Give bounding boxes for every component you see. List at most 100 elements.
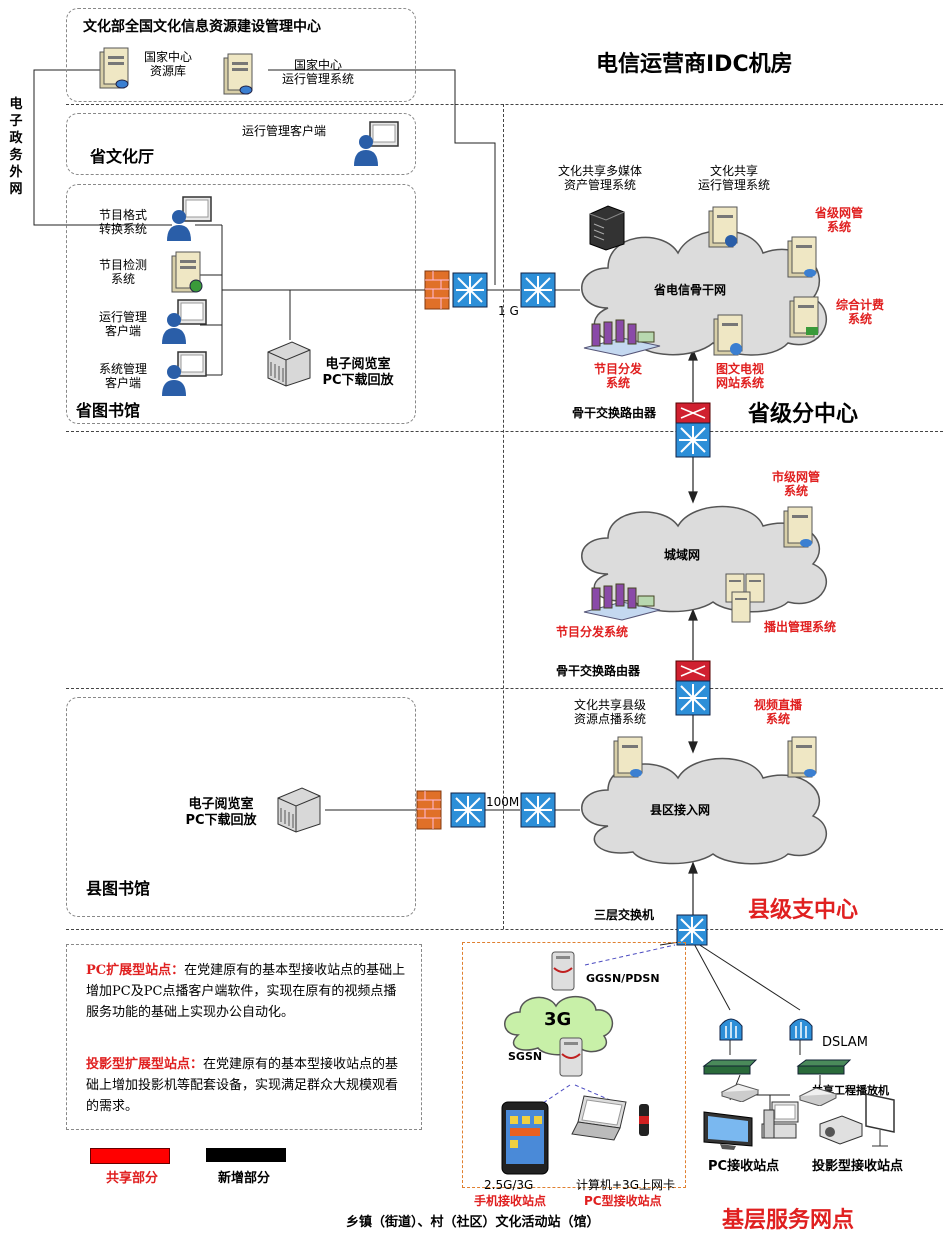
distribution-rack-icon (583, 583, 661, 621)
server-cluster-icon (725, 573, 765, 623)
laptop-icon (571, 1095, 627, 1141)
pc-modem-label: 计算机+3G上网卡 (576, 1178, 675, 1192)
zone-separator (66, 104, 943, 105)
server-icon (783, 506, 813, 548)
asset-system-label: 文化共享多媒体资产管理系统 (557, 164, 642, 192)
switch-icon (520, 272, 556, 308)
server-icon (171, 251, 203, 293)
settop-box-icon (798, 1087, 838, 1106)
l3-switch-label: 三层交换机 (594, 908, 655, 922)
dist-label: 节目分发系统 (593, 362, 642, 390)
modem-icon (702, 1059, 758, 1075)
settop-box-icon (720, 1083, 760, 1102)
culture-dept-box (66, 113, 416, 175)
router-label: 骨干交换路由器 (572, 406, 657, 420)
city-dist-label: 节目分发系统 (556, 625, 629, 639)
national-center-title: 文化部全国文化信息资源建设管理中心 (83, 19, 321, 35)
pc-receive-site-label: PC接收站点 (708, 1159, 780, 1174)
link-speed-1g: 1 G (498, 304, 519, 318)
dslam-icon (719, 1018, 743, 1041)
sgsn-label: SGSN (508, 1050, 543, 1063)
gateway-server-icon (559, 1037, 583, 1077)
tv-icon (703, 1111, 753, 1150)
pc-site-note: PC扩展型站点：在党建原有的基本型接收站点的基础上增加PC及PC点播客户端软件，… (86, 963, 406, 1020)
node-label: 系统管理客户端 (98, 362, 147, 390)
zone-title-idc: 电信运营商IDC机房 (596, 52, 793, 77)
distribution-rack-icon (583, 319, 661, 357)
county-library-box (66, 697, 416, 917)
tv-label: 图文电视网站系统 (715, 362, 764, 390)
phone-type-label: 2.5G/3G (484, 1178, 534, 1192)
zone-separator (66, 929, 943, 930)
user-computer-icon (167, 196, 212, 241)
pc-site-label: PC型接收站点 (584, 1194, 662, 1208)
user-computer-icon (162, 299, 207, 344)
phone-site-label: 手机接收站点 (474, 1194, 547, 1208)
library-title: 省图书馆 (76, 401, 141, 420)
3g-cloud-label: 3G (544, 1009, 572, 1030)
workstation-icon (277, 787, 321, 833)
node-label: 运行管理客户端 (98, 310, 147, 338)
mobile-network-cloud (504, 996, 614, 1056)
server-icon (708, 206, 738, 248)
library-box (66, 184, 416, 424)
legend-shared-label: 共享部分 (106, 1171, 159, 1186)
switch-icon (450, 792, 486, 828)
city-cloud-label: 城域网 (664, 548, 701, 562)
ops-client-label: 运行管理客户端 (242, 124, 327, 138)
node-label: 节目检测系统 (98, 258, 147, 286)
vod-system-label: 文化共享县级资源点播系统 (573, 698, 646, 726)
county-library-title: 县图书馆 (86, 879, 151, 898)
legend-shared-swatch (90, 1148, 170, 1164)
zone-separator (66, 688, 943, 689)
node-label: 节目格式转换系统 (98, 208, 147, 236)
projector-icon (819, 1115, 863, 1145)
switch-icon (452, 272, 488, 308)
desktop-pc-icon (761, 1101, 799, 1139)
server-icon (99, 47, 129, 89)
storage-icon (589, 205, 625, 251)
projector-receive-site-label: 投影型接收站点 (812, 1159, 904, 1174)
legend-new-label: 新增部分 (218, 1171, 271, 1186)
server-icon (713, 314, 743, 356)
ggsn-label: GGSN/PDSN (586, 972, 660, 985)
egov-network-label: 电子政务外网 (9, 97, 23, 197)
ops-system-label: 文化共享运行管理系统 (697, 164, 770, 192)
router-label: 骨干交换路由器 (556, 664, 641, 678)
county-cloud-label: 县区接入网 (650, 803, 711, 817)
dslam-label: DSLAM (822, 1035, 868, 1050)
smartphone-icon (501, 1101, 549, 1175)
mobile-zone-box (462, 942, 686, 1188)
zone-title-county: 县级支中心 (748, 898, 859, 923)
link-speed-100m: 100M (486, 795, 520, 809)
user-computer-icon (354, 121, 399, 166)
modem-icon (796, 1059, 852, 1075)
legend-new-swatch (206, 1148, 286, 1162)
firewall-icon (416, 790, 442, 830)
server-icon (789, 296, 819, 338)
user-computer-icon (162, 351, 207, 396)
server-icon (787, 236, 817, 278)
broadcast-label: 播出管理系统 (764, 620, 837, 634)
switch-icon (676, 914, 708, 946)
billing-label: 综合计费系统 (835, 298, 884, 326)
firewall-icon (424, 270, 450, 310)
projection-screen-icon (865, 1093, 895, 1147)
zone-title-grassroots: 基层服务网点 (722, 1208, 855, 1233)
projector-site-note: 投影型扩展型站点：在党建原有的基本型接收站点的基础上增加投影机等配套设备，实现满… (86, 1057, 399, 1114)
server-icon (223, 53, 253, 95)
nms-label: 省级网管系统 (814, 206, 863, 234)
zone-divider-vertical (503, 104, 504, 929)
switch-icon (520, 792, 556, 828)
router-icon (675, 402, 711, 458)
server-label: 国家中心资源库 (143, 50, 192, 78)
national-center-box (66, 8, 416, 102)
gateway-server-icon (551, 951, 575, 991)
workstation-icon (267, 341, 311, 387)
culture-dept-title: 省文化厅 (90, 147, 155, 166)
city-nms-label: 市级网管系统 (771, 470, 820, 498)
server-icon (787, 736, 817, 778)
dslam-icon (789, 1018, 813, 1041)
